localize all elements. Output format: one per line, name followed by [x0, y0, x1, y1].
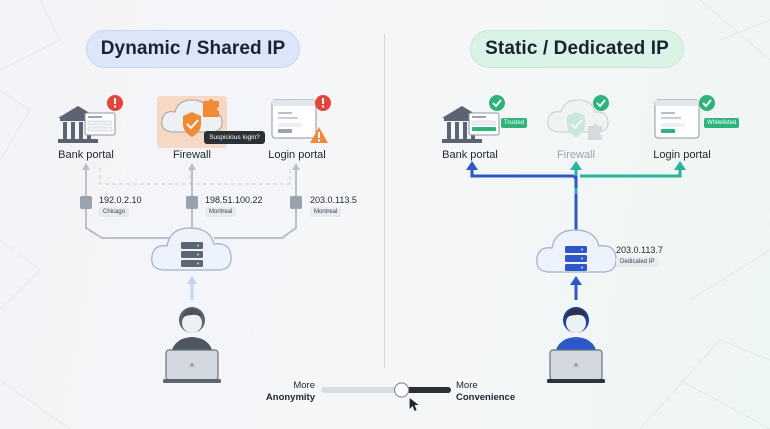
ip-node-1	[80, 196, 92, 209]
ip-city-1: Chicago	[99, 207, 130, 217]
right-arrowheads	[466, 161, 686, 170]
ip-city-3: Montreal	[310, 207, 342, 217]
right-firewall-label: Firewall	[557, 149, 595, 161]
left-firewall-label: Firewall	[173, 149, 211, 161]
user-laptop-icon-right	[547, 307, 605, 383]
server-icon	[181, 242, 203, 267]
ip-address-3: 203.0.113.5	[310, 195, 357, 205]
static-ip-title: Static / Dedicated IP	[470, 30, 684, 68]
left-dashed-links	[99, 168, 291, 185]
check-icon-login	[699, 95, 715, 111]
slider-fill	[401, 387, 451, 393]
check-icon-firewall	[593, 95, 609, 111]
dedicated-ip-tag: Dedicated IP	[616, 257, 659, 267]
right-login-label: Login portal	[653, 149, 711, 161]
convenience-label: More Convenience	[456, 380, 516, 403]
ip-address-2: 198.51.100.22	[205, 195, 263, 205]
alert-icon	[107, 95, 123, 111]
left-bank-label: Bank portal	[58, 149, 114, 161]
left-ip-nodes	[80, 196, 302, 209]
user-laptop-icon-left	[163, 307, 221, 383]
cursor-icon	[409, 398, 419, 411]
whitelisted-badge: Whitelisted	[704, 118, 740, 128]
browser-window-icon-right	[654, 99, 700, 139]
left-login-label: Login portal	[268, 149, 326, 161]
right-connection-lines	[470, 168, 682, 262]
anonymity-label: More Anonymity	[265, 380, 315, 403]
login-card-icon-right	[468, 112, 500, 136]
ip-city-2: Montreal	[205, 207, 237, 217]
right-bank-label: Bank portal	[442, 149, 498, 161]
login-card-icon	[84, 112, 116, 136]
section-divider	[384, 34, 385, 368]
suspicious-login-tooltip: Suspicious login?	[204, 131, 265, 144]
alert-icon-login	[315, 95, 331, 111]
server-icon-right	[565, 246, 587, 271]
check-icon-bank	[489, 95, 505, 111]
browser-window-icon	[271, 99, 317, 139]
ip-node-2	[186, 196, 198, 209]
left-arrowheads	[82, 163, 300, 170]
warning-triangle-icon	[310, 127, 328, 143]
ip-node-3	[290, 196, 302, 209]
dynamic-ip-title: Dynamic / Shared IP	[86, 30, 300, 68]
trusted-badge: Trusted	[501, 118, 528, 128]
ip-address-1: 192.0.2.10	[99, 195, 142, 205]
dedicated-ip-address: 203.0.113.7	[616, 245, 663, 255]
firewall-icon-right	[547, 99, 609, 140]
slider-knob	[394, 382, 410, 398]
